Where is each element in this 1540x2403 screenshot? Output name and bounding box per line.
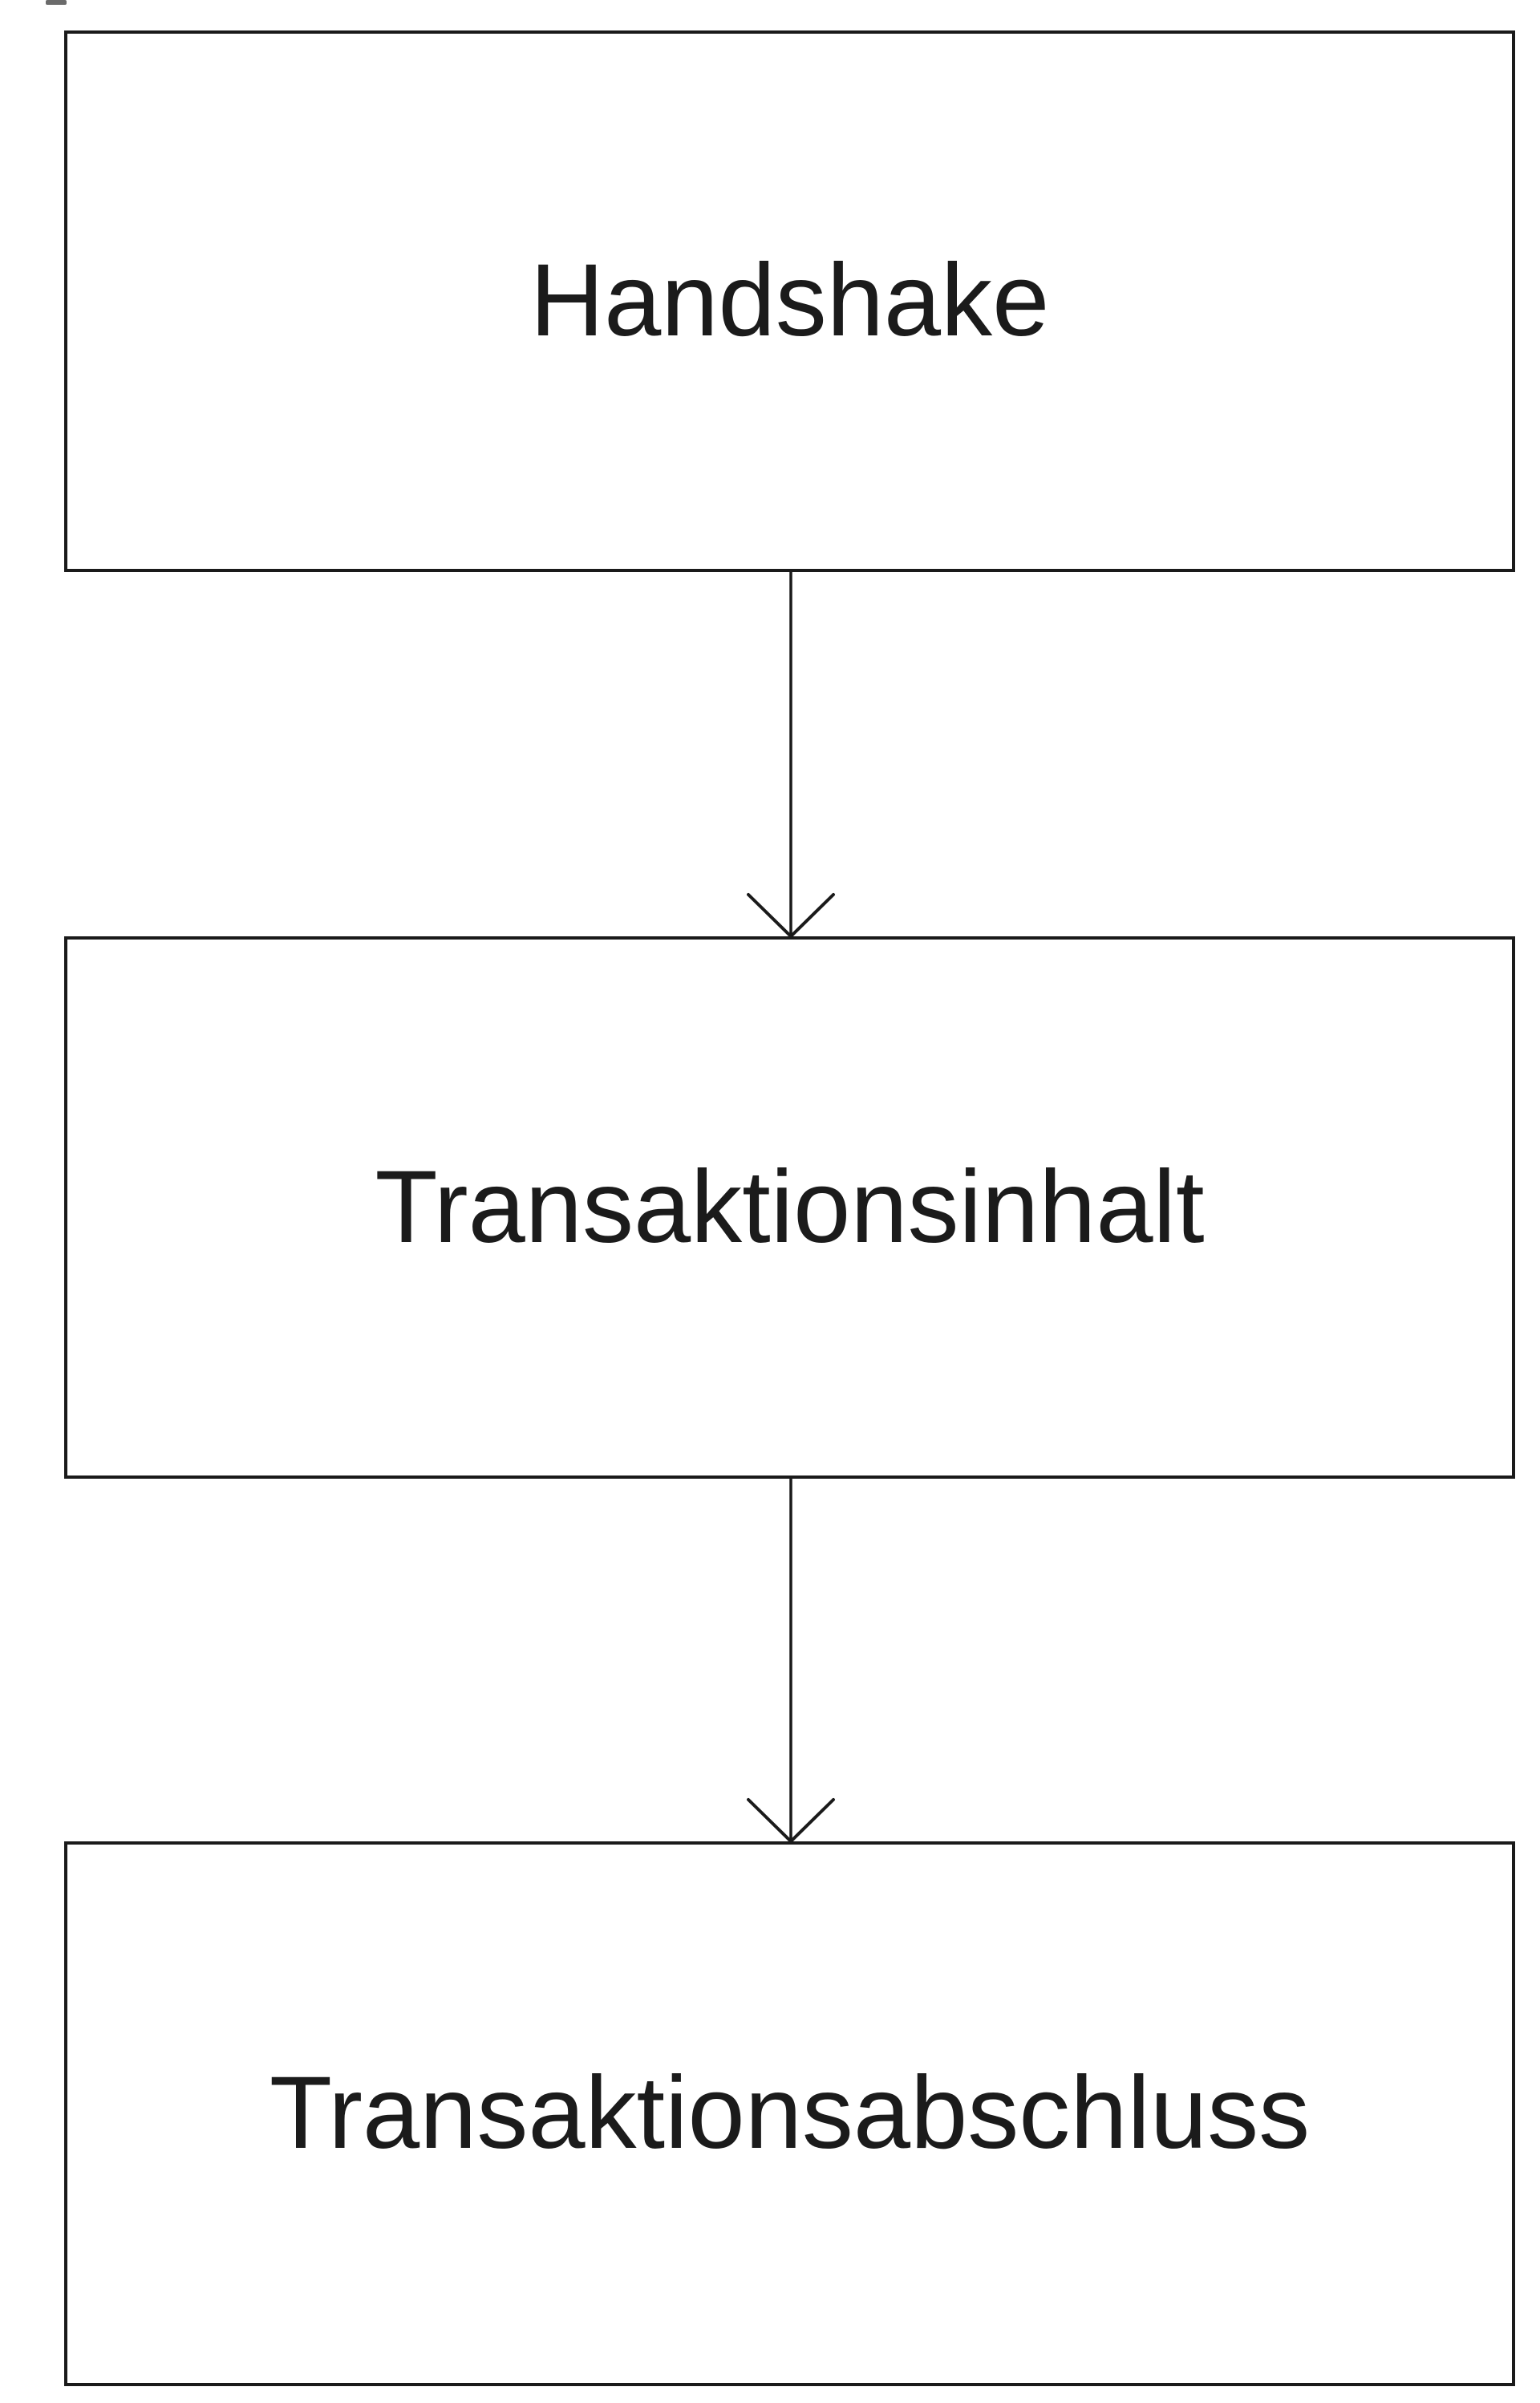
arrow-connector-1 <box>743 572 839 936</box>
node-label-handshake: Handshake <box>529 243 1050 359</box>
flow-node-transaktionsinhalt: Transaktionsinhalt <box>64 936 1515 1479</box>
node-label-transaktionsinhalt: Transaktionsinhalt <box>375 1149 1205 1264</box>
arrow-down-icon <box>747 572 835 936</box>
node-label-transaktionsabschluss: Transaktionsabschluss <box>269 2056 1311 2171</box>
flow-node-handshake: Handshake <box>64 30 1515 572</box>
flow-node-transaktionsabschluss: Transaktionsabschluss <box>64 1841 1515 2386</box>
arrow-down-icon <box>747 1479 835 1841</box>
scan-artifact <box>46 0 67 5</box>
arrow-connector-2 <box>743 1479 839 1841</box>
